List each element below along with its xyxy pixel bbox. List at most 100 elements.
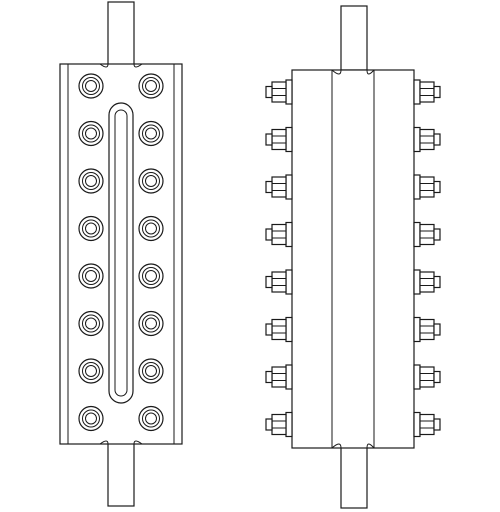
top-neck: [99, 63, 143, 68]
bolt-nut: [271, 223, 287, 246]
bolt-head: [85, 80, 97, 92]
bolt-nut: [419, 318, 435, 341]
bolt-ring: [142, 314, 160, 333]
bolt-nut: [271, 271, 287, 293]
bolt-head: [85, 222, 97, 235]
bolt-thread-end: [433, 133, 441, 146]
bolt-head: [85, 412, 97, 425]
bolt-thread-end: [433, 228, 441, 241]
bolt-nut: [419, 81, 435, 103]
side-bolt-right: [413, 174, 441, 200]
bolt-ring: [142, 267, 160, 285]
bolt-ring: [142, 172, 160, 190]
bolt-thread-end: [265, 323, 273, 336]
front-bolt: [78, 215, 104, 242]
bolt-nut: [271, 176, 287, 198]
side-bolt-left: [265, 269, 293, 295]
bolt-nut: [271, 318, 287, 341]
side-bolt-left: [265, 79, 293, 105]
bolt-washer: [285, 79, 293, 105]
top-pipe: [107, 1, 135, 67]
bolt-nut: [419, 176, 435, 198]
side-bottom-pipe: [340, 443, 368, 509]
side-bolt-left: [265, 364, 293, 390]
bolt-nut: [271, 366, 287, 388]
bolt-thread-end: [265, 180, 273, 194]
bolt-head: [145, 127, 157, 140]
bolt-thread-end: [265, 228, 273, 241]
side-bolt-right: [413, 411, 441, 438]
bolt-washer: [285, 221, 293, 248]
bolt-nut: [419, 128, 435, 151]
side-bolt-left: [265, 411, 293, 438]
bolt-ring: [82, 124, 100, 143]
side-bolt-left: [265, 221, 293, 248]
side-bolt-left: [265, 174, 293, 200]
bolt-head: [145, 412, 157, 425]
front-bolt: [138, 405, 164, 432]
side-bottom-neck: [331, 443, 375, 449]
bolt-head: [85, 317, 97, 330]
bolt-nut: [271, 413, 287, 436]
sight-window: [108, 102, 134, 404]
bolt-washer: [285, 126, 293, 153]
bolt-washer: [413, 221, 421, 248]
front-bolt: [138, 120, 164, 147]
front-bolt: [78, 310, 104, 337]
bolt-washer: [413, 269, 421, 295]
bolt-nut: [419, 223, 435, 246]
bolt-nut: [419, 366, 435, 388]
body-outline: [67, 63, 175, 445]
bolt-washer: [413, 411, 421, 438]
side-bolt-right: [413, 269, 441, 295]
bolt-washer: [285, 269, 293, 295]
bolt-thread-end: [265, 275, 273, 289]
bolt-thread-end: [265, 370, 273, 384]
bolt-washer: [413, 79, 421, 105]
side-bolt-left: [265, 126, 293, 153]
sight-glass: [114, 109, 128, 397]
front-bolt: [138, 73, 164, 99]
front-view: [59, 1, 183, 507]
front-bolt: [138, 310, 164, 337]
bottom-pipe: [107, 441, 135, 507]
bolt-head: [85, 175, 97, 187]
bolt-ring: [82, 77, 100, 95]
bolt-ring: [142, 219, 160, 238]
bolt-ring: [82, 362, 100, 380]
bolt-ring: [82, 219, 100, 238]
bolt-thread-end: [433, 180, 441, 194]
bolt-washer: [285, 411, 293, 438]
bolt-thread-end: [265, 85, 273, 99]
bolt-washer: [413, 126, 421, 153]
side-bolt-right: [413, 364, 441, 390]
bolt-ring: [82, 409, 100, 428]
bolt-nut: [271, 128, 287, 151]
bolt-ring: [82, 172, 100, 190]
bolt-washer: [285, 316, 293, 343]
front-bolt: [138, 263, 164, 289]
bolt-head: [145, 317, 157, 330]
side-bolt-right: [413, 79, 441, 105]
side-body: [291, 69, 415, 449]
side-bolt-left: [265, 316, 293, 343]
bottom-neck: [99, 440, 143, 445]
bolt-washer: [413, 316, 421, 343]
bolt-washer: [285, 174, 293, 200]
bolt-head: [85, 127, 97, 140]
front-bolt: [138, 168, 164, 194]
front-bolt: [138, 215, 164, 242]
bolt-ring: [142, 362, 160, 380]
side-bolt-right: [413, 316, 441, 343]
bolt-head: [145, 270, 157, 282]
bolt-thread-end: [433, 275, 441, 289]
bolt-thread-end: [433, 323, 441, 336]
bolt-thread-end: [433, 85, 441, 99]
bolt-head: [145, 222, 157, 235]
bolt-nut: [419, 271, 435, 293]
front-bolt: [138, 358, 164, 384]
bolt-head: [85, 365, 97, 377]
bolt-thread-end: [433, 418, 441, 431]
